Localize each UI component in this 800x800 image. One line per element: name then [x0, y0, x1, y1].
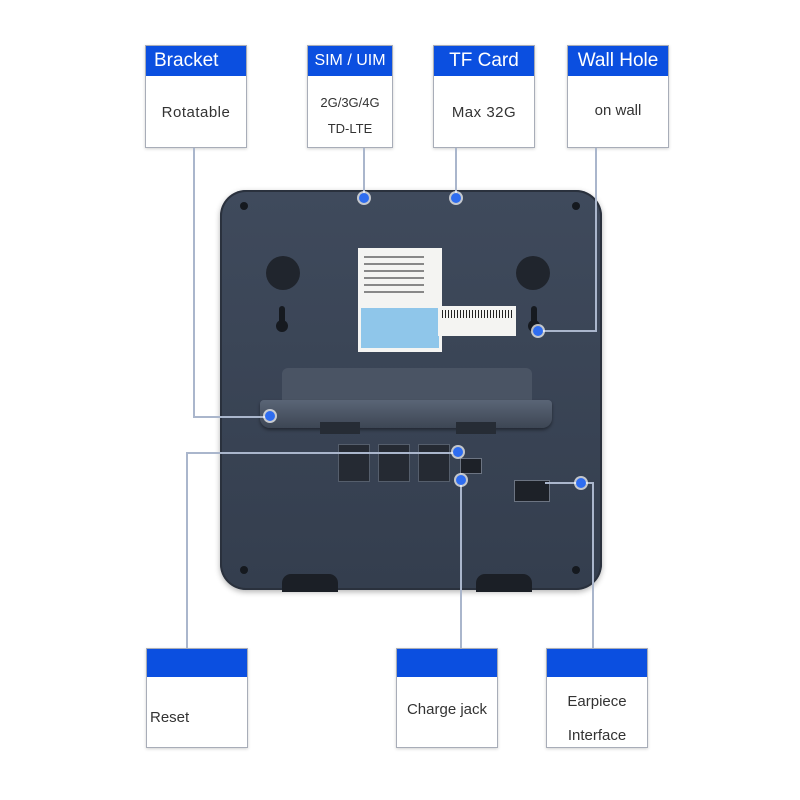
sim-callout-title: SIM / UIM	[308, 46, 392, 76]
bracket-leader-line	[193, 416, 270, 418]
reset-leader-line	[186, 452, 188, 648]
charge-jack-callout-text: Charge jack	[406, 701, 488, 718]
bracket-callout: Bracket Rotatable	[145, 45, 247, 148]
bracket-callout-text: Rotatable	[161, 104, 231, 121]
wall-hole-icon	[276, 306, 288, 336]
earpiece-leader-line	[545, 482, 593, 484]
bracket-marker-dot	[265, 411, 275, 421]
earpiece-marker-dot	[576, 478, 586, 488]
charge-jack-callout-header	[397, 649, 497, 677]
sim-marker-dot	[359, 193, 369, 203]
bracket-tab	[456, 422, 496, 434]
wall-hole-callout-text: on wall	[594, 102, 642, 119]
network-license-sticker	[361, 308, 439, 348]
earpiece-callout: Earpiece Interface	[546, 648, 648, 748]
earpiece-callout-header	[547, 649, 647, 677]
certification-label	[358, 248, 442, 352]
reset-callout-header	[147, 649, 247, 677]
tf-card-leader-line	[455, 148, 457, 198]
sim-leader-line	[363, 148, 365, 198]
sim-callout: SIM / UIM 2G/3G/4G TD-LTE	[307, 45, 393, 148]
wall-hole-leader-line	[595, 148, 597, 332]
rubber-pad	[516, 256, 550, 290]
screw-icon	[240, 566, 248, 574]
bracket-tab	[320, 422, 360, 434]
earpiece-port	[514, 480, 550, 502]
tf-card-callout-title: TF Card	[434, 46, 534, 76]
screw-icon	[572, 566, 580, 574]
sim-callout-text-1: 2G/3G/4G	[320, 95, 380, 110]
device-foot	[282, 574, 338, 592]
tf-card-marker-dot	[451, 193, 461, 203]
tf-card-callout-text: Max 32G	[451, 104, 517, 121]
sim-callout-text-2: TD-LTE	[327, 121, 373, 136]
rj-port	[338, 444, 370, 482]
wall-hole-callout: Wall Hole on wall	[567, 45, 669, 148]
wall-hole-leader-line	[538, 330, 597, 332]
rubber-pad	[266, 256, 300, 290]
rj-port	[378, 444, 410, 482]
bracket-leader-line	[193, 148, 195, 416]
bracket-callout-title: Bracket	[146, 46, 246, 76]
tf-card-callout: TF Card Max 32G	[433, 45, 535, 148]
reset-leader-line	[186, 452, 456, 454]
wall-hole-callout-title: Wall Hole	[568, 46, 668, 76]
bracket-plate	[260, 400, 552, 428]
charge-jack-marker-dot	[456, 475, 466, 485]
rj-port	[418, 444, 450, 482]
earpiece-leader-line	[592, 482, 594, 648]
screw-icon	[240, 202, 248, 210]
earpiece-callout-text-1: Earpiece	[567, 693, 627, 710]
reset-callout-text: Reset	[150, 709, 190, 726]
barcode-label	[438, 306, 516, 336]
charge-jack-leader-line	[460, 480, 462, 648]
screw-icon	[572, 202, 580, 210]
device-foot	[476, 574, 532, 592]
charge-jack-callout: Charge jack	[396, 648, 498, 748]
charge-jack-port	[460, 458, 482, 474]
reset-callout: Reset	[146, 648, 248, 748]
wall-hole-marker-dot	[533, 326, 543, 336]
reset-marker-dot	[453, 447, 463, 457]
phone-device-back	[220, 190, 602, 592]
earpiece-callout-text-2: Interface	[567, 727, 627, 744]
